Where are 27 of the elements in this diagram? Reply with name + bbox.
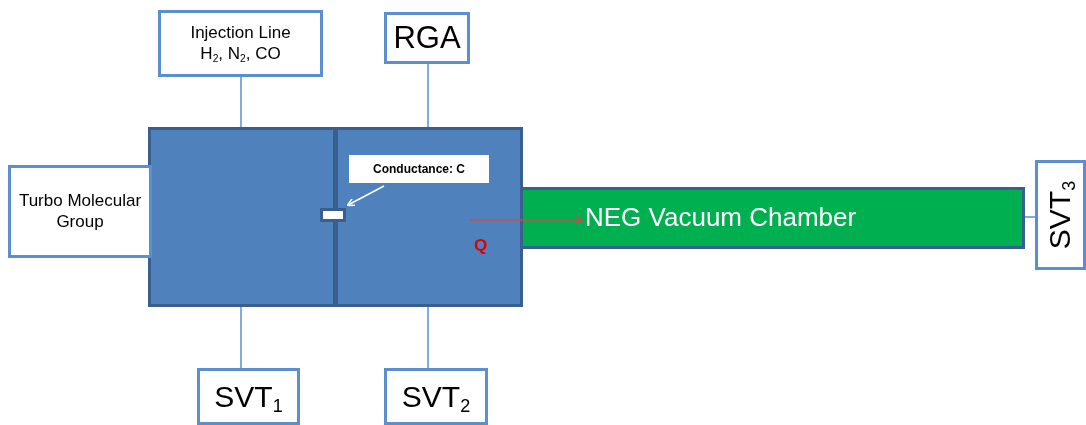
node-text: Injection Line: [190, 23, 291, 44]
connector-line: [240, 306, 242, 369]
connector-line: [427, 63, 429, 128]
label-box: [349, 155, 489, 183]
node-text: H$_{2}$, N$_{2}$, CO: [200, 43, 281, 64]
node-text: Conductance: C: [373, 161, 465, 177]
connector-line: [240, 76, 242, 128]
node-text: SVT$_{2}$: [401, 378, 471, 415]
connector-line: [427, 306, 429, 369]
node-text: Turbo Molecular Group: [17, 191, 143, 232]
conductance-orifice: [320, 208, 346, 222]
instrument-box: [197, 368, 300, 425]
node-text: NEG Vacuum Chamber: [585, 202, 857, 234]
flow-label: Q: [474, 236, 488, 256]
instrument-box: [158, 10, 323, 77]
node-text: RGA: [393, 19, 461, 57]
instrument-box: [384, 12, 470, 64]
instrument-box: [8, 165, 152, 258]
vacuum-chamber-box: [520, 187, 1025, 249]
instrument-box: [384, 368, 488, 425]
flow-arrow: [469, 215, 584, 225]
chamber-box: [335, 127, 523, 307]
chamber-box: [148, 127, 336, 307]
leader-arrow: [346, 185, 385, 207]
connector-line: [1024, 216, 1036, 218]
instrument-box: [1035, 160, 1086, 270]
node-text: SVT$_{1}$: [214, 378, 283, 415]
